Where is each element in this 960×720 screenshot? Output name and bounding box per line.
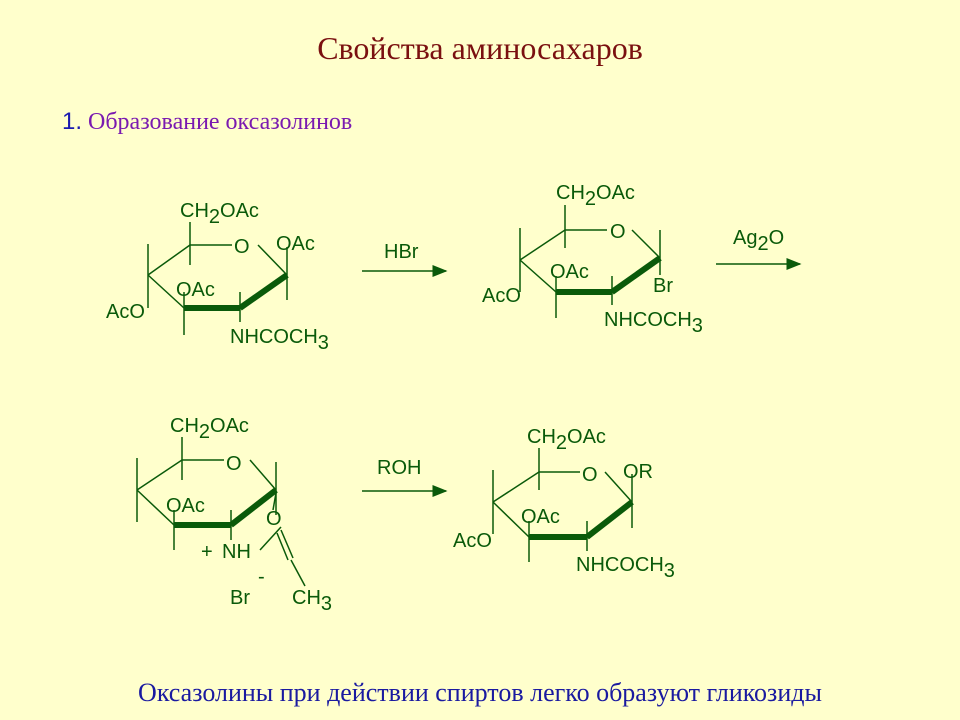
glycoside-or: OR — [623, 461, 653, 483]
glycoside-structure — [492, 448, 634, 562]
bromide-ch2oac: CH2OAc — [556, 182, 635, 210]
conclusion-text: Оксазолины при действии спиртов легко об… — [138, 678, 822, 707]
reactant-aco: AcO — [106, 301, 145, 323]
reactant-labels: CH2OAc O OAc OAc AcO NHCOCH3 — [106, 200, 329, 354]
reactant-structure — [147, 222, 289, 335]
reagent-ag2o: Ag2O — [733, 227, 784, 255]
reactant-ring-oxygen: O — [234, 236, 250, 258]
oxazoline-structure — [136, 437, 306, 587]
glycoside-ring-oxygen: O — [582, 464, 598, 486]
section-heading: 1. Образование оксазолинов — [62, 108, 352, 136]
bromide-structure — [519, 205, 662, 318]
reactant-ch2oac: CH2OAc — [180, 200, 259, 228]
reactant-c3-oac: OAc — [176, 279, 215, 301]
arrow-hbr: HBr — [362, 241, 448, 277]
oxazoline-o: O — [266, 508, 282, 530]
bromide-labels: CH2OAc O OAc Br AcO NHCOCH3 — [482, 182, 703, 337]
oxazoline-ch3: CH3 — [292, 587, 332, 615]
glycoside-aco: AcO — [453, 530, 492, 552]
oxazoline-ring-oxygen: O — [226, 453, 242, 475]
bromide-c3-oac: OAc — [550, 261, 589, 283]
glycoside-labels: CH2OAc O OR OAc AcO NHCOCH3 — [453, 426, 675, 582]
bromide-nhcoch3: NHCOCH3 — [604, 309, 703, 337]
oxazoline-nh: NH — [222, 541, 251, 563]
reagent-hbr: HBr — [384, 241, 419, 263]
glycoside-ch2oac: CH2OAc — [527, 426, 606, 454]
section-text: Образование оксазолинов — [88, 109, 353, 135]
reagent-roh: ROH — [377, 457, 421, 479]
page-title: Свойства аминосахаров — [317, 30, 643, 66]
arrow-roh: ROH — [362, 457, 448, 497]
oxazoline-labels: CH2OAc O OAc O + NH - Br CH3 — [166, 415, 332, 615]
oxazoline-plus: + — [201, 541, 213, 563]
oxazoline-c3-oac: OAc — [166, 495, 205, 517]
section-number: 1. — [62, 108, 83, 135]
glycoside-c3-oac: OAc — [521, 506, 560, 528]
glycoside-nhcoch3: NHCOCH3 — [576, 554, 675, 582]
bromide-br: Br — [653, 275, 673, 297]
bromide-ring-oxygen: O — [610, 221, 626, 243]
oxazoline-br: Br — [230, 587, 250, 609]
reactant-anomeric-oac: OAc — [276, 233, 315, 255]
reactant-nhcoch3: NHCOCH3 — [230, 326, 329, 354]
arrow-ag2o: Ag2O — [716, 227, 802, 270]
oxazoline-minus: - — [258, 566, 265, 588]
oxazoline-ch2oac: CH2OAc — [170, 415, 249, 443]
bromide-aco: AcO — [482, 285, 521, 307]
